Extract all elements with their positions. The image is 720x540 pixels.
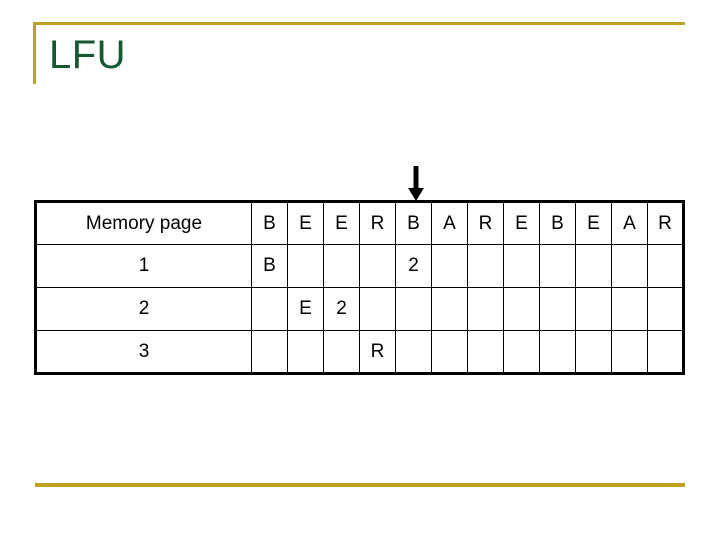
cell-r2-c0 xyxy=(251,287,288,331)
cell-r1-c1 xyxy=(287,244,324,288)
cell-r2-c5 xyxy=(431,287,468,331)
cell-r3-c2 xyxy=(323,330,360,374)
reference-header-cell-11: R xyxy=(647,201,684,245)
cell-r3-c7 xyxy=(503,330,540,374)
cell-r3-c10 xyxy=(611,330,648,374)
cell-r1-c9 xyxy=(575,244,612,288)
title-left-accent xyxy=(33,22,36,84)
row-label-2: 2 xyxy=(35,287,252,331)
cell-r1-c5 xyxy=(431,244,468,288)
cell-r2-c8 xyxy=(539,287,576,331)
cell-r1-c6 xyxy=(467,244,504,288)
reference-header-cell-8: B xyxy=(539,201,576,245)
cell-r1-c10 xyxy=(611,244,648,288)
slide-title-block: LFU xyxy=(33,22,685,86)
cell-r3-c9 xyxy=(575,330,612,374)
reference-header-cell-2: E xyxy=(323,201,360,245)
cell-r1-c8 xyxy=(539,244,576,288)
cell-r3-c1 xyxy=(287,330,324,374)
arrow-down-icon xyxy=(405,166,427,202)
cell-r2-c11 xyxy=(647,287,684,331)
title-top-rule xyxy=(33,22,685,25)
cell-r2-c10 xyxy=(611,287,648,331)
reference-header-cell-5: A xyxy=(431,201,468,245)
cell-r1-c3 xyxy=(359,244,396,288)
cell-r3-c11 xyxy=(647,330,684,374)
cell-r3-c3: R xyxy=(359,330,396,374)
reference-header-cell-4: B xyxy=(395,201,432,245)
reference-header-cell-9: E xyxy=(575,201,612,245)
cell-r3-c8 xyxy=(539,330,576,374)
cell-r1-c0: B xyxy=(251,244,288,288)
cell-r3-c5 xyxy=(431,330,468,374)
reference-header-cell-1: E xyxy=(287,201,324,245)
cell-r3-c0 xyxy=(251,330,288,374)
cell-r3-c6 xyxy=(467,330,504,374)
reference-header-cell-0: B xyxy=(251,201,288,245)
cell-r1-c7 xyxy=(503,244,540,288)
cell-r2-c1: E xyxy=(287,287,324,331)
cell-r2-c7 xyxy=(503,287,540,331)
cell-r2-c9 xyxy=(575,287,612,331)
memory-page-header-label: Memory page xyxy=(35,201,252,245)
footer-rule xyxy=(35,483,685,487)
cell-r2-c2: 2 xyxy=(323,287,360,331)
reference-header-cell-6: R xyxy=(467,201,504,245)
cell-r1-c2 xyxy=(323,244,360,288)
reference-header-cell-3: R xyxy=(359,201,396,245)
reference-header-cell-7: E xyxy=(503,201,540,245)
row-label-3: 3 xyxy=(35,330,252,374)
cell-r1-c11 xyxy=(647,244,684,288)
row-label-1: 1 xyxy=(35,244,252,288)
cell-r2-c6 xyxy=(467,287,504,331)
cell-r3-c4 xyxy=(395,330,432,374)
reference-header-cell-10: A xyxy=(611,201,648,245)
cell-r1-c4: 2 xyxy=(395,244,432,288)
cell-r2-c3 xyxy=(359,287,396,331)
page-title: LFU xyxy=(49,33,127,77)
cell-r2-c4 xyxy=(395,287,432,331)
